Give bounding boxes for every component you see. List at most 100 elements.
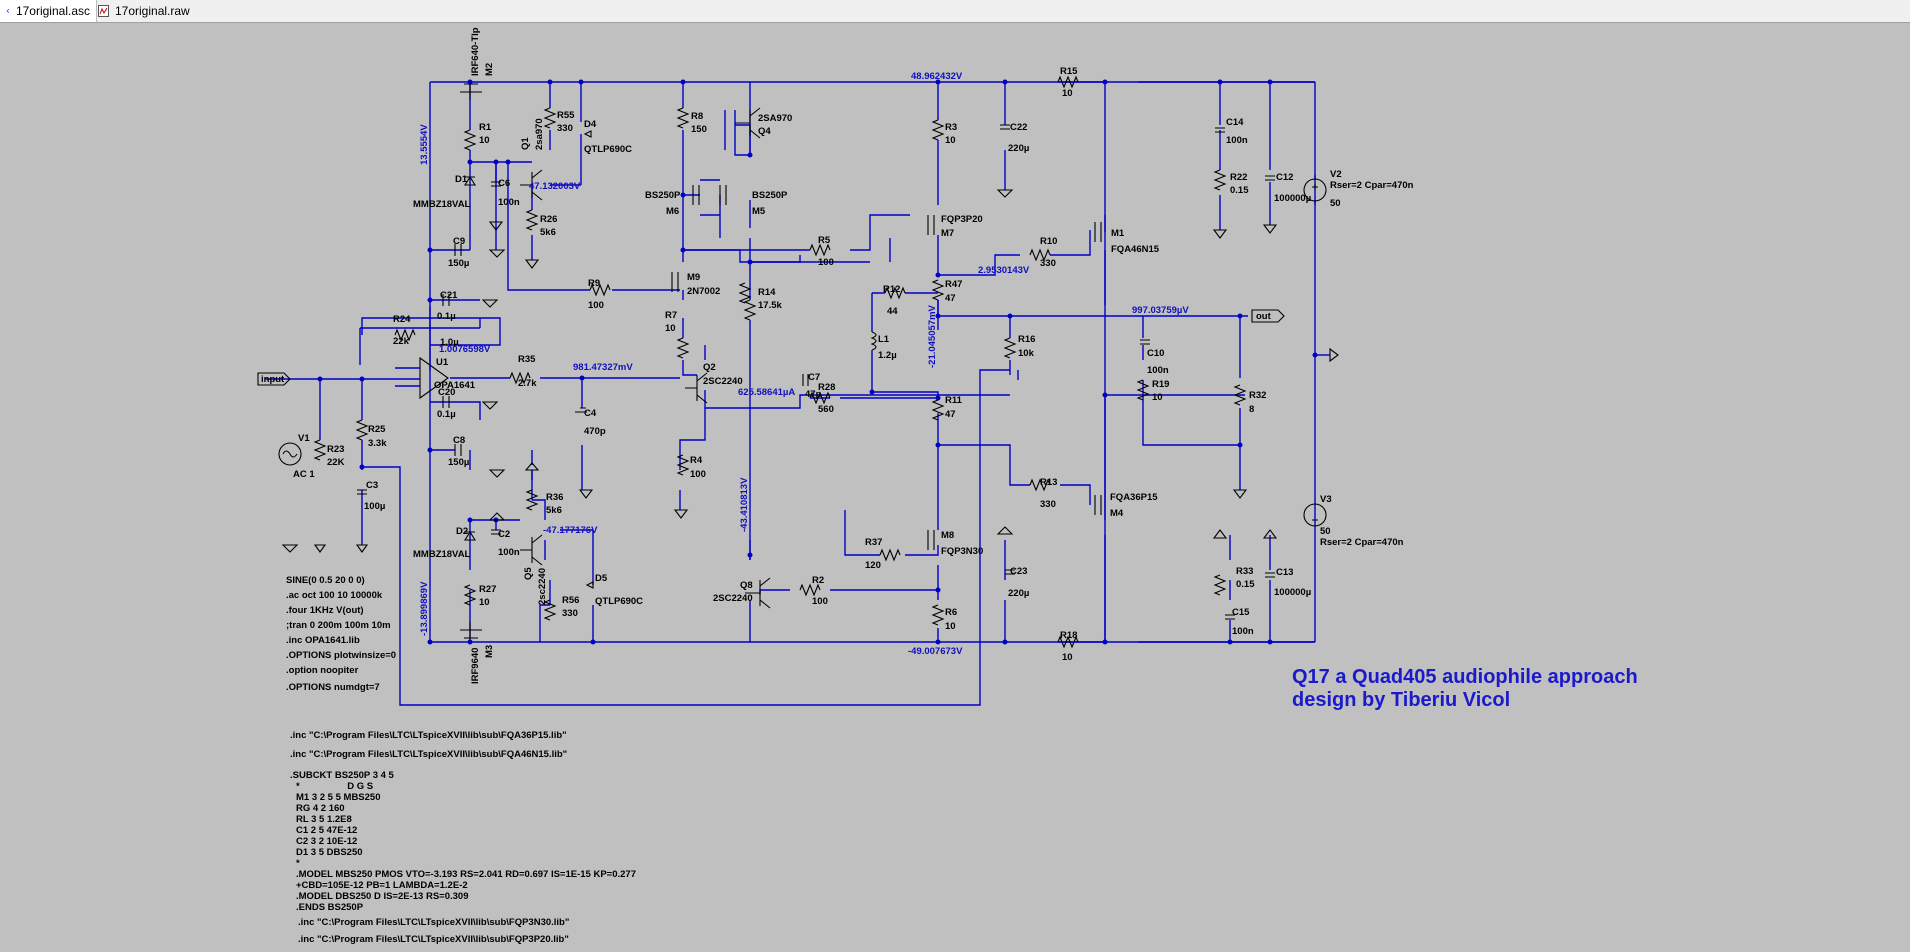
- label-R47: R47: [945, 279, 962, 290]
- subckt-line: D1 3 5 DBS250: [296, 847, 363, 858]
- label-R33: R33: [1236, 566, 1253, 577]
- include-line: .inc "C:\Program Files\LTC\LTspiceXVII\l…: [298, 917, 569, 928]
- label-R4v: 100: [690, 469, 706, 480]
- label-C4: C4: [584, 408, 597, 419]
- node-q2b: 981.47327mV: [573, 362, 633, 373]
- label-R1: R1: [479, 122, 492, 133]
- label-L1v: 1.2µ: [878, 350, 897, 361]
- label-R32: R32: [1249, 390, 1266, 401]
- label-M5: M5: [752, 206, 766, 217]
- label-R26v: 5k6: [540, 227, 556, 238]
- label-V1: V1: [298, 433, 310, 444]
- label-R19: R19: [1152, 379, 1169, 390]
- label-C12v: 100000µ: [1274, 193, 1311, 204]
- label-R4: R4: [690, 455, 703, 466]
- label-R37: R37: [865, 537, 882, 548]
- label-R2: R2: [812, 575, 824, 586]
- subckt-line: +CBD=105E-12 PB=1 LAMBDA=1.2E-2: [296, 880, 468, 891]
- label-Q4: Q4: [758, 126, 771, 137]
- port-input: input: [261, 374, 285, 385]
- label-Q2v: 2SC2240: [703, 376, 743, 387]
- label-D2: D2: [456, 526, 468, 537]
- node-out: 997.03759µV: [1132, 305, 1189, 316]
- label-C9: C9: [453, 236, 465, 247]
- node-v2: -13.899869V: [419, 581, 430, 636]
- subckt-line: RG 4 2 160: [296, 803, 345, 814]
- label-R22v: 0.15: [1230, 185, 1249, 196]
- label-M2v: IRF640-Tlp: [470, 27, 481, 76]
- label-C2v: 100n: [498, 547, 520, 558]
- label-C8: C8: [453, 435, 465, 446]
- label-M7: M7: [941, 228, 954, 239]
- label-R8: R8: [691, 111, 703, 122]
- label-R13: R13: [1040, 477, 1057, 488]
- label-R5v: 100: [818, 257, 834, 268]
- label-R16: R16: [1018, 334, 1035, 345]
- node-u1in: 1.0076598V: [439, 344, 491, 355]
- spice-directives: SINE(0 0.5 20 0 0) .ac oct 100 10 10000k…: [286, 575, 636, 945]
- label-C10: C10: [1147, 348, 1164, 359]
- directive-line: .OPTIONS plotwinsize=0: [286, 650, 396, 661]
- label-C15: C15: [1232, 607, 1250, 618]
- label-R1v: 10: [479, 135, 490, 146]
- label-R11v: 47: [945, 409, 956, 420]
- subckt-line: C1 2 5 47E-12: [296, 825, 357, 836]
- label-L1: L1: [878, 334, 890, 345]
- node-v1: 13.5554V: [419, 124, 430, 165]
- label-C20: C20: [438, 387, 455, 398]
- label-D1v: MMBZ18VAL: [413, 199, 471, 210]
- label-M8: M8: [941, 530, 954, 541]
- label-V2v: 50: [1330, 198, 1341, 209]
- label-R2v: 100: [812, 596, 828, 607]
- subckt-line: *: [296, 858, 300, 869]
- label-R11: R11: [945, 395, 963, 406]
- label-R36v: 5k6: [546, 505, 562, 516]
- tab-schematic[interactable]: 17original.asc: [0, 0, 97, 22]
- label-R47v: 47: [945, 293, 956, 304]
- label-C23: C23: [1010, 566, 1027, 577]
- directive-line: .option noopiter: [286, 665, 359, 676]
- node-q5e: -47.177176V: [543, 525, 598, 536]
- label-R37v: 120: [865, 560, 881, 571]
- label-M6: M6: [666, 206, 679, 217]
- label-R55v: 330: [557, 123, 573, 134]
- label-D1: D1: [455, 174, 468, 185]
- diagram-title-line1: Q17 a Quad405 audiophile approach: [1292, 666, 1638, 688]
- label-D5: D5: [595, 573, 608, 584]
- label-C12: C12: [1276, 172, 1293, 183]
- directive-line: .ac oct 100 10 10000k: [286, 590, 383, 601]
- label-R22: R22: [1230, 172, 1247, 183]
- component-symbols: [257, 75, 1339, 649]
- label-U1v: OPA1641: [434, 380, 476, 391]
- subckt-line: M1 3 2 5 5 MBS250: [296, 792, 381, 803]
- label-R14v: 17.5k: [758, 300, 782, 311]
- tab-label: 17original.asc: [15, 4, 90, 18]
- label-R9v: 100: [588, 300, 604, 311]
- label-C3v: 100µ: [364, 501, 385, 512]
- label-R14: R14: [758, 287, 776, 298]
- label-D4: D4: [584, 119, 597, 130]
- subckt-line: .ENDS BS250P: [296, 902, 364, 913]
- label-Q5v: 2sc2240: [537, 568, 548, 605]
- subckt-line: .SUBCKT BS250P 3 4 5: [290, 770, 395, 781]
- schematic-canvas[interactable]: IRF640-Tlp M2 R1 10 D1 MMBZ18VAL C6 100n…: [0, 23, 1910, 947]
- label-C3: C3: [366, 480, 378, 491]
- label-V1v: AC 1: [293, 469, 315, 480]
- label-R12v: 44: [887, 306, 898, 317]
- tab-waveform[interactable]: 17original.raw: [92, 0, 200, 22]
- label-R3v: 10: [945, 135, 956, 146]
- label-M1: M1: [1111, 228, 1125, 239]
- label-R33v: 0.15: [1236, 579, 1255, 590]
- subckt-line: C2 3 2 10E-12: [296, 836, 357, 847]
- label-Q4v: 2SA970: [758, 113, 792, 124]
- label-R35: R35: [518, 354, 536, 365]
- label-R19v: 10: [1152, 392, 1163, 403]
- label-R24v: 22k: [393, 336, 410, 347]
- label-D2v: MMBZ18VAL: [413, 549, 471, 560]
- label-M8v: FQP3N30: [941, 546, 983, 557]
- label-C7v: 47p: [805, 389, 822, 400]
- node-vtop: 48.962432V: [911, 71, 963, 82]
- label-C4v: 470p: [584, 426, 606, 437]
- label-M4: M4: [1110, 508, 1124, 519]
- label-M2: M2: [484, 63, 495, 76]
